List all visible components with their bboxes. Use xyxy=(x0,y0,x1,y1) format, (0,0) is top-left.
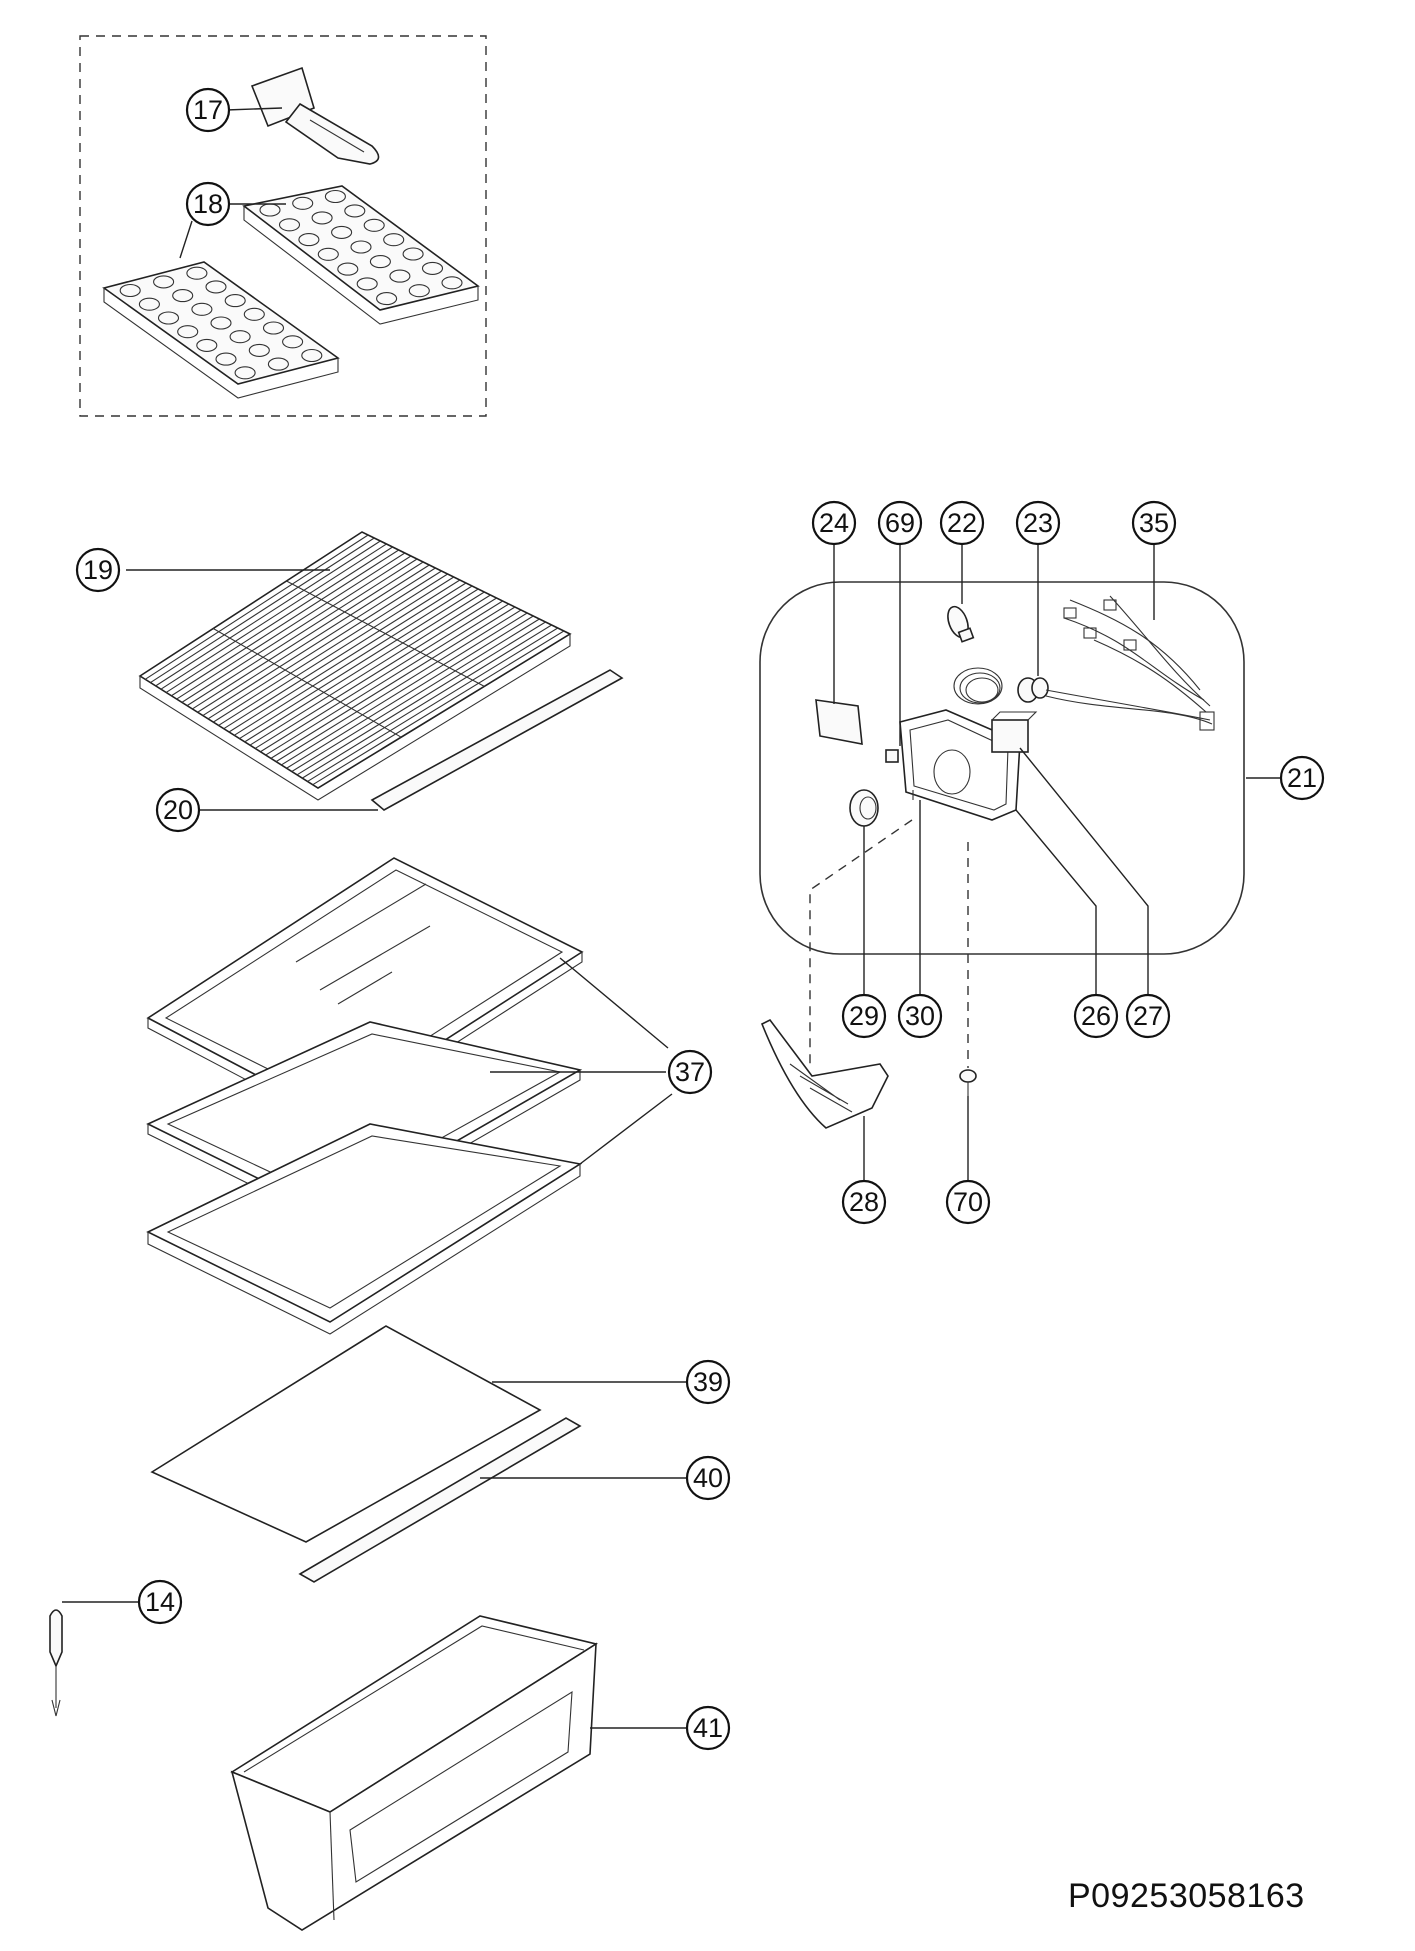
glass-shelf-bottom-part xyxy=(146,1123,583,1335)
callout-27: 27 xyxy=(1125,993,1171,1039)
lamp-bulb-part xyxy=(947,605,975,643)
ice-tray-right-part xyxy=(242,185,480,325)
leader-18b xyxy=(179,220,193,259)
callout-69-label: 69 xyxy=(885,508,915,538)
leader-26 xyxy=(1015,809,1097,994)
callout-41-label: 41 xyxy=(693,1713,723,1743)
label-card-part xyxy=(815,699,863,745)
callout-41: 41 xyxy=(685,1705,731,1751)
callout-17-label: 17 xyxy=(193,95,223,125)
lamp-cover-part xyxy=(760,1018,889,1129)
callout-23: 23 xyxy=(1015,500,1061,546)
callout-27-label: 27 xyxy=(1133,1001,1163,1031)
callout-22-label: 22 xyxy=(947,508,977,538)
callout-21: 21 xyxy=(1279,755,1325,801)
callout-37-label: 37 xyxy=(675,1057,705,1087)
callout-17: 17 xyxy=(185,87,231,133)
callout-70: 70 xyxy=(945,1179,991,1225)
callout-14: 14 xyxy=(137,1579,183,1625)
callout-39-label: 39 xyxy=(693,1367,723,1397)
callout-19: 19 xyxy=(75,547,121,593)
callout-70-label: 70 xyxy=(953,1187,983,1217)
callout-30-label: 30 xyxy=(905,1001,935,1031)
callout-20: 20 xyxy=(155,787,201,833)
callout-20-label: 20 xyxy=(163,795,193,825)
thermostat-part xyxy=(991,711,1038,753)
callout-28: 28 xyxy=(841,1179,887,1225)
crisper-bin-part xyxy=(230,1615,599,1931)
wire-shelf-part xyxy=(138,531,572,801)
callout-30: 30 xyxy=(897,993,943,1039)
callout-21-label: 21 xyxy=(1287,763,1317,793)
ice-scraper-part xyxy=(250,66,380,165)
callout-29-label: 29 xyxy=(849,1001,879,1031)
callout-35-label: 35 xyxy=(1139,508,1169,538)
shelf-trim-20-part xyxy=(370,669,624,811)
lamp-socket-part xyxy=(1017,677,1049,703)
callout-40-label: 40 xyxy=(693,1463,723,1493)
thermostat-housing-part xyxy=(899,709,1021,821)
callout-18: 18 xyxy=(185,181,231,227)
small-block-part xyxy=(885,749,899,763)
callout-24-label: 24 xyxy=(819,508,849,538)
callout-29: 29 xyxy=(841,993,887,1039)
callout-39: 39 xyxy=(685,1359,731,1405)
crisper-cover-part xyxy=(150,1325,542,1543)
document-code: P09253058163 xyxy=(1068,1877,1305,1915)
ice-tray-left-part xyxy=(102,261,340,399)
callout-40: 40 xyxy=(685,1455,731,1501)
leader-37a xyxy=(559,957,669,1049)
thermostat-assembly-group-outline xyxy=(759,581,1245,955)
callout-69: 69 xyxy=(877,500,923,546)
knob-alignment-dashed-line xyxy=(809,819,913,1066)
callout-37: 37 xyxy=(667,1049,713,1095)
leader-17 xyxy=(225,107,283,111)
leader-27 xyxy=(1019,747,1149,994)
crisper-trim-part xyxy=(298,1417,582,1583)
callout-26: 26 xyxy=(1073,993,1119,1039)
callout-22: 22 xyxy=(939,500,985,546)
screw-part xyxy=(959,1069,977,1096)
callout-18-label: 18 xyxy=(193,189,223,219)
thermometer-part xyxy=(49,1609,63,1717)
callout-14-label: 14 xyxy=(145,1587,175,1617)
callout-23-label: 23 xyxy=(1023,508,1053,538)
callout-35: 35 xyxy=(1131,500,1177,546)
thermostat-knob-part xyxy=(849,789,879,827)
leader-37c xyxy=(579,1093,673,1165)
callout-26-label: 26 xyxy=(1081,1001,1111,1031)
callout-28-label: 28 xyxy=(849,1187,879,1217)
callout-19-label: 19 xyxy=(83,555,113,585)
callout-24: 24 xyxy=(811,500,857,546)
ice-kit-dashed-box xyxy=(79,35,487,417)
capillary-coil-part xyxy=(953,667,1003,705)
wiring-harness-part xyxy=(1045,595,1215,731)
